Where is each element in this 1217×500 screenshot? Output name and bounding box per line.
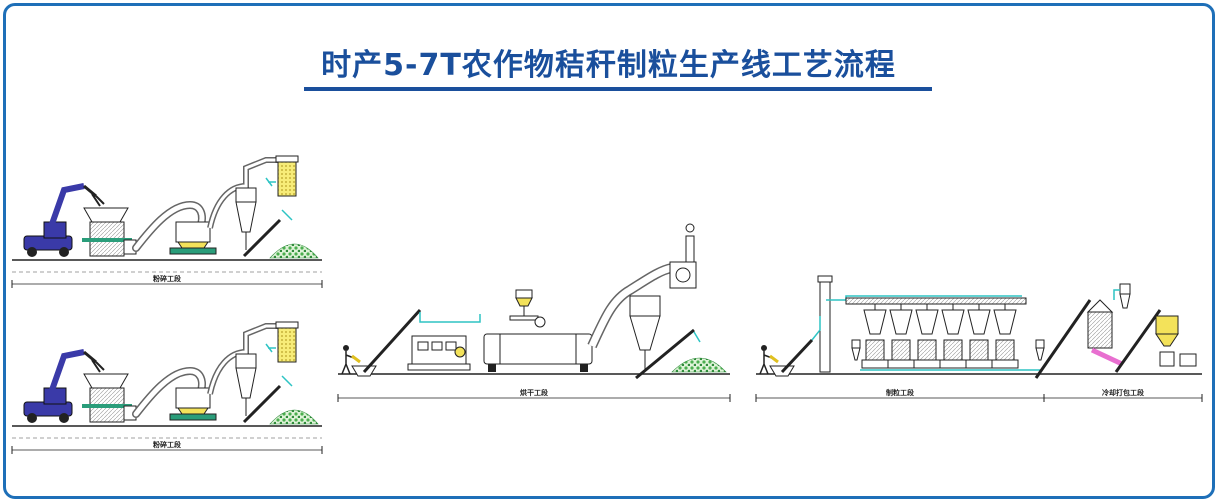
worker-icon [341, 345, 361, 375]
hopper-icon [509, 289, 546, 328]
pellet-mill-6 [991, 304, 1019, 369]
excavator-icon [23, 349, 105, 423]
crush-section-bottom: 粉碎工段 [11, 321, 323, 454]
section-label-crush-top: 粉碎工段 [153, 274, 181, 283]
storage-bin-icon [265, 321, 299, 363]
dry-section: 烘干工段 [337, 223, 731, 402]
chimney-icon [669, 223, 697, 289]
excavator-icon [23, 183, 105, 257]
cyclone-icon [207, 323, 280, 416]
pack-cyclone-icon [1113, 283, 1131, 309]
bucket-elevator-icon [811, 275, 1022, 373]
screw-conveyor-icon [845, 297, 1027, 305]
storage-bin-icon [265, 155, 299, 197]
straw-pile-icon [269, 409, 319, 425]
pellet-section: 制粒工段 冷却打包工段 [755, 275, 1203, 402]
hammer-mill-icon [169, 387, 217, 421]
section-label-pellet: 制粒工段 [886, 388, 914, 397]
pellet-mill-1 [861, 304, 889, 369]
cooler-icon [1086, 299, 1124, 367]
pellet-mill-3 [913, 304, 941, 369]
furnace-icon [407, 335, 471, 371]
dried-pile-icon [671, 357, 727, 373]
shredder-icon [82, 373, 137, 423]
section-label-dry: 烘干工段 [520, 388, 548, 397]
title-underline [304, 87, 932, 91]
section-label-crush-bottom: 粉碎工段 [153, 440, 181, 449]
packing-bin-icon [1155, 315, 1197, 367]
crush-section-top: 粉碎工段 [11, 155, 323, 288]
worker-icon [759, 345, 779, 375]
dry-cyclone-icon [587, 263, 674, 370]
small-cyclone-icon [851, 339, 1045, 361]
section-label-cool-pack: 冷却打包工段 [1102, 388, 1144, 397]
pellet-mill-2 [887, 304, 915, 369]
rotary-dryer-icon [483, 333, 593, 372]
pellet-mill-4 [939, 304, 967, 369]
diagram-title: 时产5-7T农作物秸秆制粒生产线工艺流程 [321, 48, 896, 83]
straw-pile-icon [269, 243, 319, 259]
hammer-mill-icon [169, 221, 217, 255]
cyclone-icon [207, 157, 280, 250]
shredder-icon [82, 207, 137, 257]
pellet-mill-5 [965, 304, 993, 369]
